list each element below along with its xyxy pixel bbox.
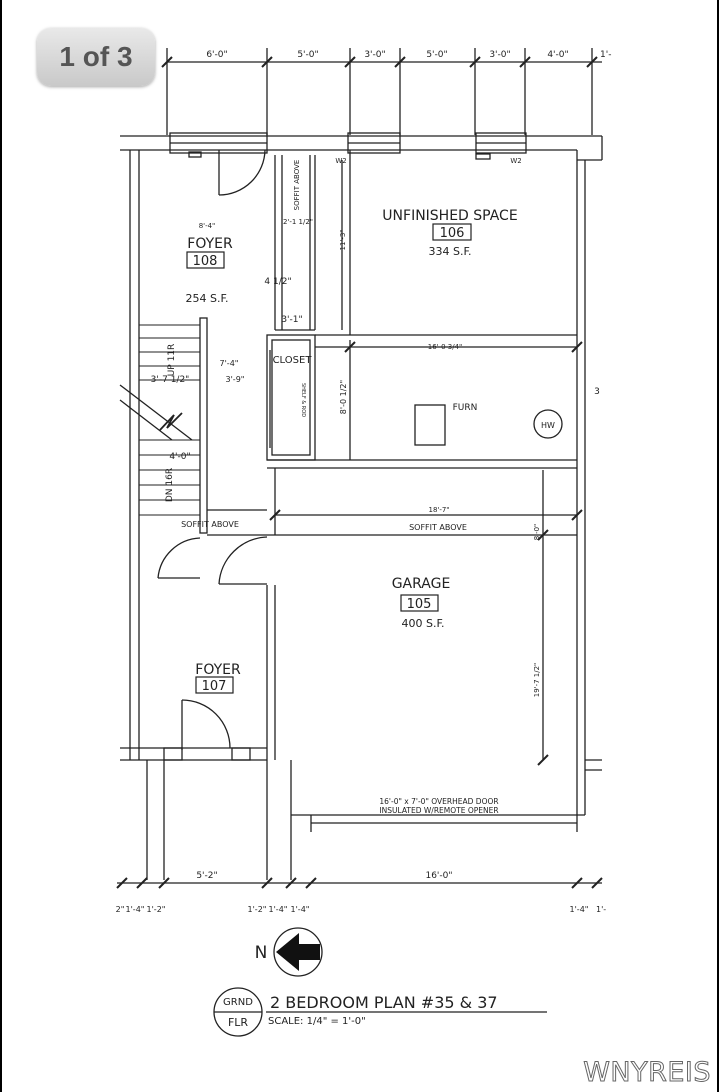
dim-8-0-half: 8'-0 1/2" (339, 380, 348, 414)
dim-bottom-5-2: 5'-2" (196, 871, 217, 881)
foyer-107-name: FOYER (195, 662, 241, 678)
dim-top-3: 3'-0" (364, 50, 385, 60)
dim-7-4: 7'-4" (220, 359, 239, 368)
north-label: N (255, 943, 268, 963)
dim-3-7-half: 3'-7 1/2" (151, 375, 190, 385)
w2-label-right: W2 (510, 157, 521, 165)
dim-8-0: 8'-0" (533, 524, 541, 541)
dim-18-7: 18'-7" (428, 506, 449, 514)
garage-name: GARAGE (392, 576, 451, 592)
dim-bottom-s2: 1'-4" (126, 905, 145, 914)
dim-top-6: 4'-0" (547, 50, 568, 60)
dim-3-1: 3'-1" (281, 315, 302, 325)
dim-19-7-half: 19'-7 1/2" (533, 663, 541, 698)
foyer-108-name: FOYER (187, 236, 233, 252)
dim-4-half: 4 1/2" (264, 277, 291, 287)
dim-top-4: 5'-0" (426, 50, 447, 60)
north-arrow-icon (276, 933, 320, 971)
dim-4-0: 4'-0" (169, 452, 190, 462)
foyer-108-number: 108 (193, 254, 218, 269)
dim-16-0-34: 16'-0 3/4" (428, 343, 463, 351)
hw-label: HW (541, 421, 555, 430)
garage-area: 400 S.F. (401, 617, 444, 630)
dim-bottom-s8: 1'- (596, 905, 606, 914)
plan-title: 2 BEDROOM PLAN #35 & 37 (270, 993, 498, 1012)
overhead-door-line2: INSULATED W/REMOTE OPENER (379, 806, 498, 815)
page-counter-badge: 1 of 3 (37, 28, 155, 86)
dim-11-3: 11'-3" (339, 229, 347, 250)
dim-bottom-s1: 2" (116, 905, 125, 914)
stair-down-label: DN 16R (165, 468, 175, 502)
dim-bottom-s7: 1'-4" (570, 905, 589, 914)
dim-top-1: 6'-0" (206, 50, 227, 60)
stair-up-label: UP 11R (167, 344, 177, 377)
dim-top-2: 5'-0" (297, 50, 318, 60)
dim-8-4: 8'-4" (199, 222, 216, 230)
dim-2-1-half: 2'-1 1/2" (283, 218, 313, 226)
dim-bottom-s6: 1'-4" (291, 905, 310, 914)
overhead-door-line1: 16'-0" x 7'-0" OVERHEAD DOOR (379, 797, 498, 806)
closet-shelf-label: SHELF & ROD (300, 383, 306, 417)
plan-scale: SCALE: 1/4" = 1'-0" (268, 1016, 366, 1027)
closet-label: CLOSET (273, 355, 313, 366)
page-counter-text: 1 of 3 (59, 41, 133, 72)
w2-label-left: W2 (335, 157, 346, 165)
dim-bottom-s4: 1'-2" (248, 905, 267, 914)
soffit-stair-label: SOFFIT ABOVE (181, 520, 239, 529)
title-tag-top: GRND (223, 997, 253, 1008)
soffit-chase-label: SOFFIT ABOVE (293, 160, 301, 211)
dim-top-7: 1'- (600, 50, 611, 60)
unfinished-space-area: 334 S.F. (428, 245, 471, 258)
foyer-107-number: 107 (202, 679, 227, 694)
dim-3-right: 3 (594, 387, 600, 397)
garage-number: 105 (407, 597, 432, 612)
unfinished-space-name: UNFINISHED SPACE (382, 208, 517, 224)
foyer-108-area: 254 S.F. (185, 292, 228, 305)
dim-bottom-s5: 1'-4" (269, 905, 288, 914)
soffit-band-label: SOFFIT ABOVE (409, 523, 467, 532)
dim-3-9: 3'-9" (226, 375, 245, 384)
title-tag-bottom: FLR (228, 1016, 248, 1029)
dim-bottom-16-0: 16'-0" (425, 871, 452, 881)
dim-top-5: 3'-0" (489, 50, 510, 60)
watermark-text: WNYREIS (583, 1057, 711, 1089)
furn-label: FURN (453, 403, 478, 413)
unfinished-space-number: 106 (440, 226, 465, 241)
dim-bottom-s3: 1'-2" (147, 905, 166, 914)
